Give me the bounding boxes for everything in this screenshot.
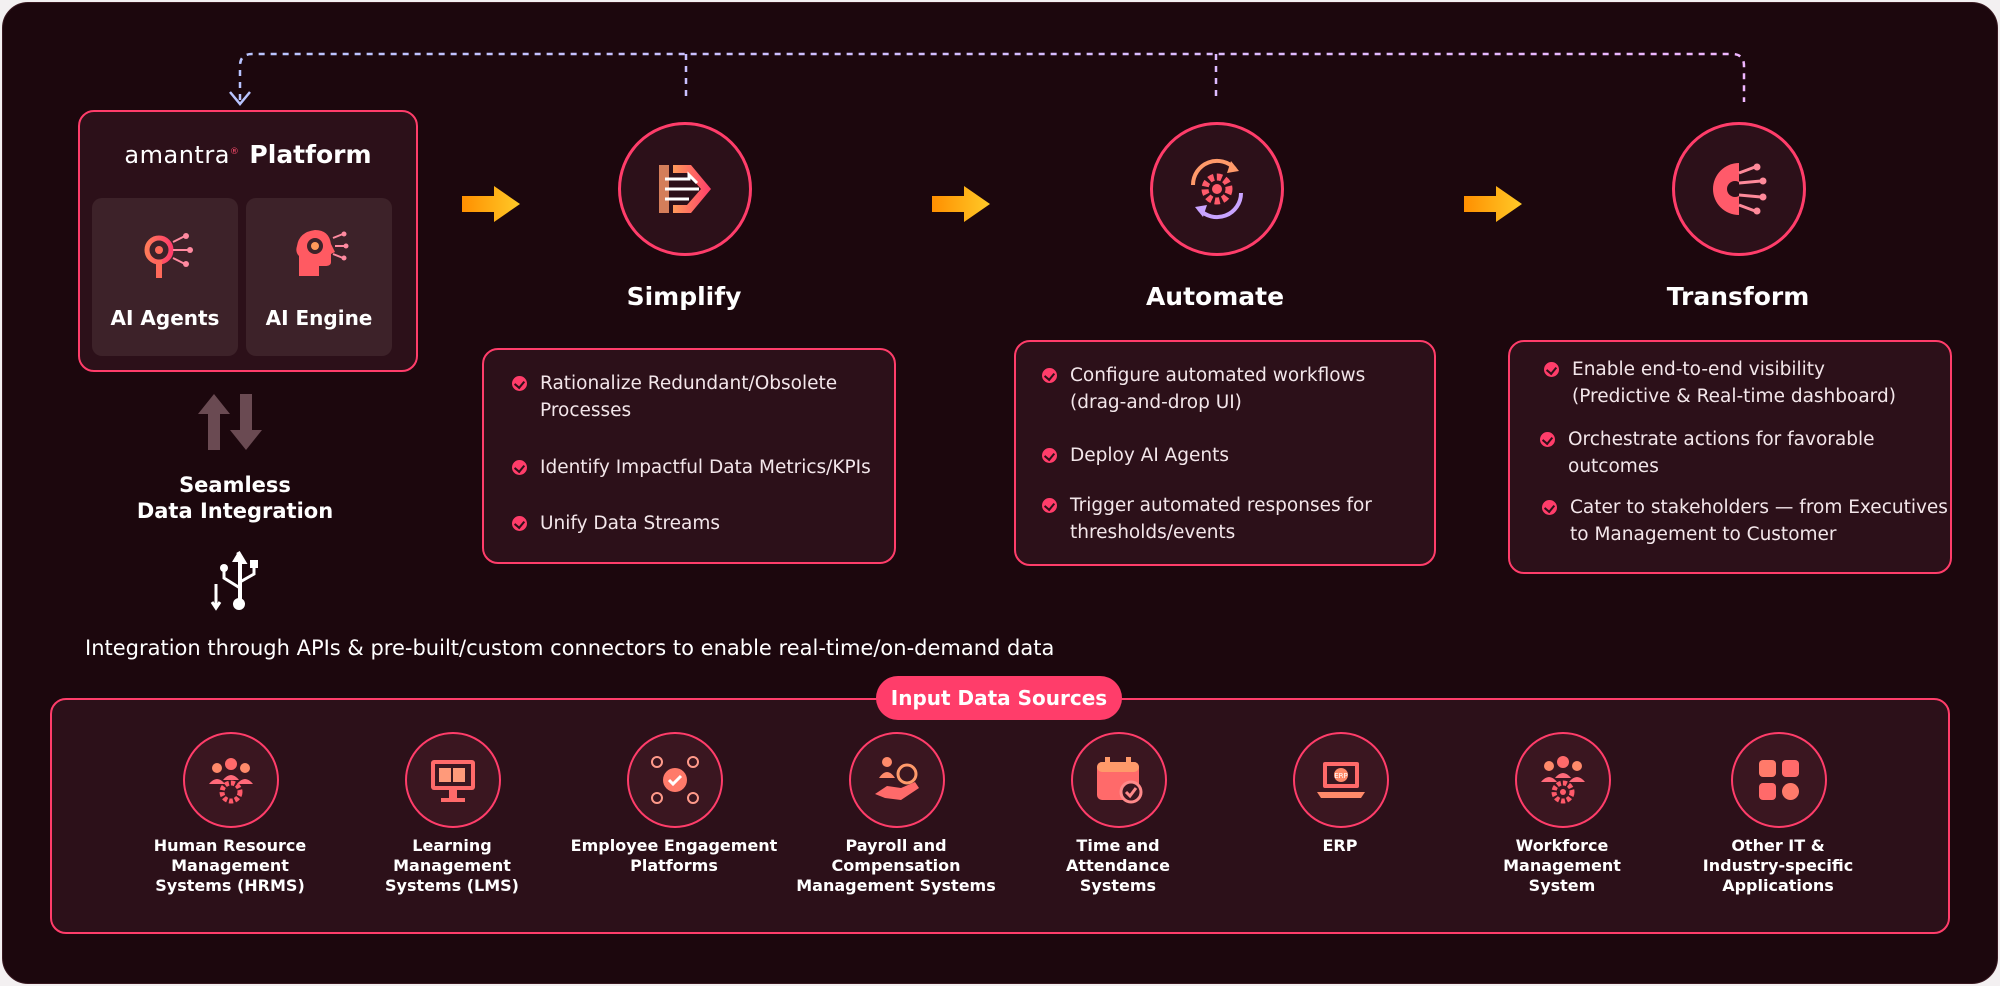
people-network-icon	[651, 756, 699, 804]
transform-bullet-1: Enable end-to-end visibility (Predictive…	[1544, 356, 1896, 410]
check-icon	[1540, 432, 1555, 447]
app-grid-icon	[1759, 760, 1799, 800]
simplify-title: Simplify	[626, 282, 742, 311]
automate-title: Automate	[1145, 282, 1285, 311]
head-gear-icon	[296, 230, 349, 276]
automate-circle	[1150, 122, 1284, 256]
bidirectional-arrows-icon	[198, 394, 262, 450]
automate-bullet-2: Deploy AI Agents	[1042, 442, 1229, 469]
check-icon	[1042, 498, 1057, 513]
ai-agents-card: AI Agents	[92, 198, 238, 356]
check-icon	[512, 376, 527, 391]
automate-bullet-3: Trigger automated responses for threshol…	[1042, 492, 1372, 546]
flow-arrow-3-icon	[1464, 186, 1522, 222]
team-gear-icon	[1541, 756, 1585, 804]
input-sources-panel	[50, 698, 1950, 934]
hand-coin-icon	[875, 757, 919, 800]
check-icon	[1544, 362, 1559, 377]
integration-description: Integration through APIs & pre-built/cus…	[85, 636, 1055, 660]
svg-text:ERP: ERP	[1334, 772, 1348, 780]
amantra-logo: amantra®	[124, 141, 240, 169]
automate-card: Configure automated workflows (drag-and-…	[1014, 340, 1436, 566]
simplify-bullet-3: Unify Data Streams	[512, 510, 720, 537]
check-icon	[1542, 500, 1557, 515]
transform-circle	[1672, 122, 1806, 256]
ai-engine-label: AI Engine	[265, 306, 373, 330]
source-other-apps-circle	[1731, 732, 1827, 828]
check-icon	[1042, 368, 1057, 383]
check-icon	[512, 460, 527, 475]
simplify-bullet-2: Identify Impactful Data Metrics/KPIs	[512, 454, 871, 481]
source-payroll-circle	[849, 732, 945, 828]
transform-title: Transform	[1666, 282, 1810, 311]
source-engagement-circle	[627, 732, 723, 828]
source-erp-label: ERP	[1322, 836, 1358, 855]
source-lms-circle	[405, 732, 501, 828]
simplify-circle	[618, 122, 752, 256]
ai-agents-label: AI Agents	[110, 306, 220, 330]
ai-engine-card: AI Engine	[246, 198, 392, 356]
gear-network-icon	[1713, 163, 1767, 215]
calendar-check-icon	[1097, 757, 1143, 804]
check-icon	[1042, 448, 1057, 463]
people-gear-icon	[209, 758, 253, 804]
transform-bullet-2: Orchestrate actions for favorable outcom…	[1540, 426, 1875, 480]
transform-card: Enable end-to-end visibility (Predictive…	[1508, 340, 1952, 574]
gear-circuit-icon	[144, 233, 193, 278]
erp-laptop-icon: ERP	[1317, 762, 1365, 798]
automate-bullet-1: Configure automated workflows (drag-and-…	[1042, 362, 1365, 416]
input-sources-title: Input Data Sources	[876, 676, 1122, 720]
flow-arrow-2-icon	[932, 186, 990, 222]
seamless-integration-title: Seamless Data Integration	[136, 473, 334, 523]
platform-card: amantra® Platform AI Agents AI Engine	[78, 110, 418, 372]
platform-title: Platform	[249, 140, 372, 169]
source-time-attendance-circle	[1071, 732, 1167, 828]
usb-icon	[210, 550, 258, 611]
gear-cycle-icon	[1190, 158, 1244, 220]
monitor-book-icon	[431, 760, 475, 802]
simplify-bullet-1: Rationalize Redundant/Obsolete Processes	[512, 370, 837, 424]
platform-header: amantra® Platform	[80, 140, 416, 169]
source-erp-circle: ERP	[1293, 732, 1389, 828]
source-workforce-circle	[1515, 732, 1611, 828]
merge-arrow-icon	[659, 165, 711, 213]
transform-bullet-3: Cater to stakeholders — from Executives …	[1542, 494, 1948, 548]
simplify-card: Rationalize Redundant/Obsolete Processes…	[482, 348, 896, 564]
flow-arrow-1-icon	[462, 186, 520, 222]
source-hrms-circle	[183, 732, 279, 828]
check-icon	[512, 516, 527, 531]
